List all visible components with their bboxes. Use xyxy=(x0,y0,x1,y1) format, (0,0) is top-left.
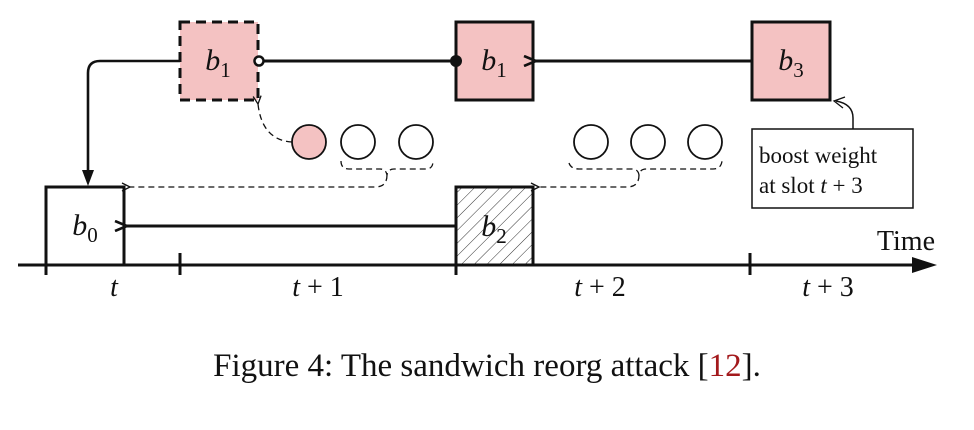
block-label: b0 xyxy=(72,209,98,247)
block-b0: b0 xyxy=(44,185,126,267)
open-dot-icon xyxy=(253,55,265,67)
annotation-line1: boost weight xyxy=(759,143,878,168)
slot-label: t xyxy=(110,272,119,303)
block-b3: b3 xyxy=(750,20,832,102)
brace xyxy=(340,160,434,176)
figure-caption: Figure 4: The sandwich reorg attack [12]… xyxy=(0,348,974,385)
attestations-slot-t1 xyxy=(130,104,434,187)
block-label: b2 xyxy=(481,210,507,248)
axis-arrow-icon xyxy=(912,257,937,273)
annotation-line2: at slot t + 3 xyxy=(759,173,863,198)
time-axis: Time t t + 1 t + 2 t + 3 xyxy=(18,226,937,303)
vote-arrow-b2 xyxy=(539,174,640,187)
brace xyxy=(568,160,723,176)
slot-label: t + 3 xyxy=(802,272,854,303)
honest-attestation xyxy=(687,124,723,160)
block-b1-withheld: b1 xyxy=(178,20,260,102)
vote-arrow-b1 xyxy=(258,104,293,143)
pointer-head-icon xyxy=(832,96,846,109)
honest-attestation xyxy=(630,124,666,160)
slot-label: t + 2 xyxy=(574,272,626,303)
slot-label: t + 1 xyxy=(292,272,344,303)
axis-label: Time xyxy=(877,226,935,257)
attacker-attestation xyxy=(291,124,327,160)
caption-text: Figure 4: The sandwich reorg attack [ xyxy=(213,348,709,384)
vote-arrow-b0 xyxy=(130,174,388,187)
sandwich-reorg-diagram: Time t t + 1 t + 2 t + 3 b0 b2 b1 b1 b3 xyxy=(18,20,937,303)
filled-dot-icon xyxy=(450,55,462,67)
honest-attestation xyxy=(340,124,376,160)
boost-annotation: boost weight at slot t + 3 xyxy=(751,96,914,209)
parent-arrow-b1-b0 xyxy=(86,59,180,180)
block-b1-released: b1 xyxy=(454,20,535,102)
block-b2: b2 xyxy=(454,185,535,267)
block-label: b1 xyxy=(481,44,507,82)
arrow-head-icon xyxy=(82,170,94,186)
attestations-slot-t2 xyxy=(539,124,723,187)
honest-attestation xyxy=(573,124,609,160)
citation-link[interactable]: 12 xyxy=(708,348,742,384)
boost-pointer xyxy=(835,100,854,129)
caption-text-end: ]. xyxy=(741,348,761,384)
honest-attestation xyxy=(398,124,434,160)
block-label: b3 xyxy=(778,44,804,82)
block-label: b1 xyxy=(205,44,231,82)
